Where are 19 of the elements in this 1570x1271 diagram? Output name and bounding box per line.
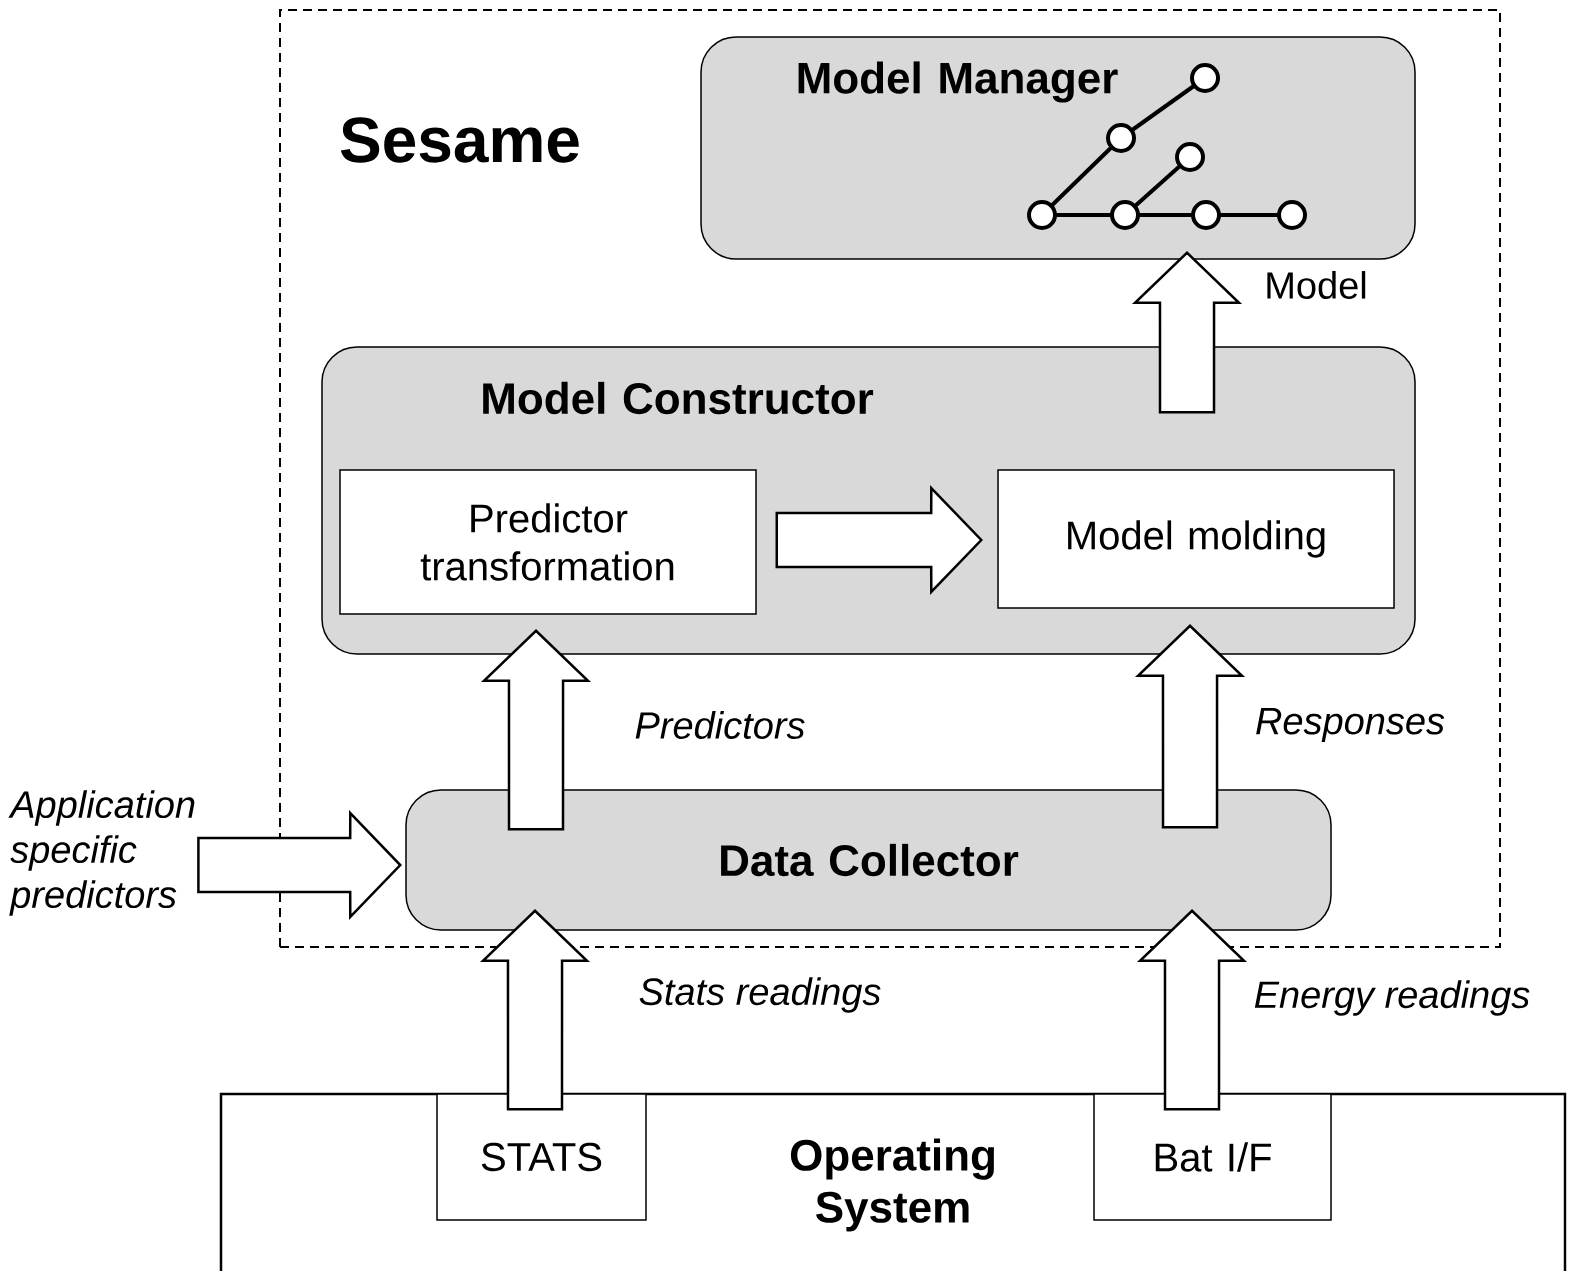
edge-label: Model bbox=[1267, 271, 1366, 299]
component-box: Model Manager bbox=[700, 36, 1416, 260]
block-arrow bbox=[479, 909, 591, 1111]
block-arrow bbox=[1136, 909, 1248, 1111]
process-box: Model molding bbox=[997, 469, 1395, 609]
block-arrow bbox=[1131, 251, 1243, 414]
block-arrow bbox=[1134, 624, 1246, 829]
edge-label: Stats readings bbox=[639, 977, 881, 1013]
component-box: Data Collector bbox=[405, 789, 1332, 931]
edge-label: Responses bbox=[1256, 708, 1445, 743]
edge-label: Energy readings bbox=[1254, 980, 1530, 1016]
block-arrow bbox=[775, 484, 983, 596]
process-box: Predictor transformation bbox=[339, 469, 757, 615]
module-box: STATS bbox=[436, 1093, 647, 1221]
module-box: Bat I/F bbox=[1093, 1093, 1332, 1221]
input-label: Application specific predictors bbox=[8, 790, 195, 916]
block-arrow bbox=[480, 629, 592, 831]
block-arrow bbox=[197, 809, 402, 921]
edge-label: Predictors bbox=[635, 711, 805, 739]
